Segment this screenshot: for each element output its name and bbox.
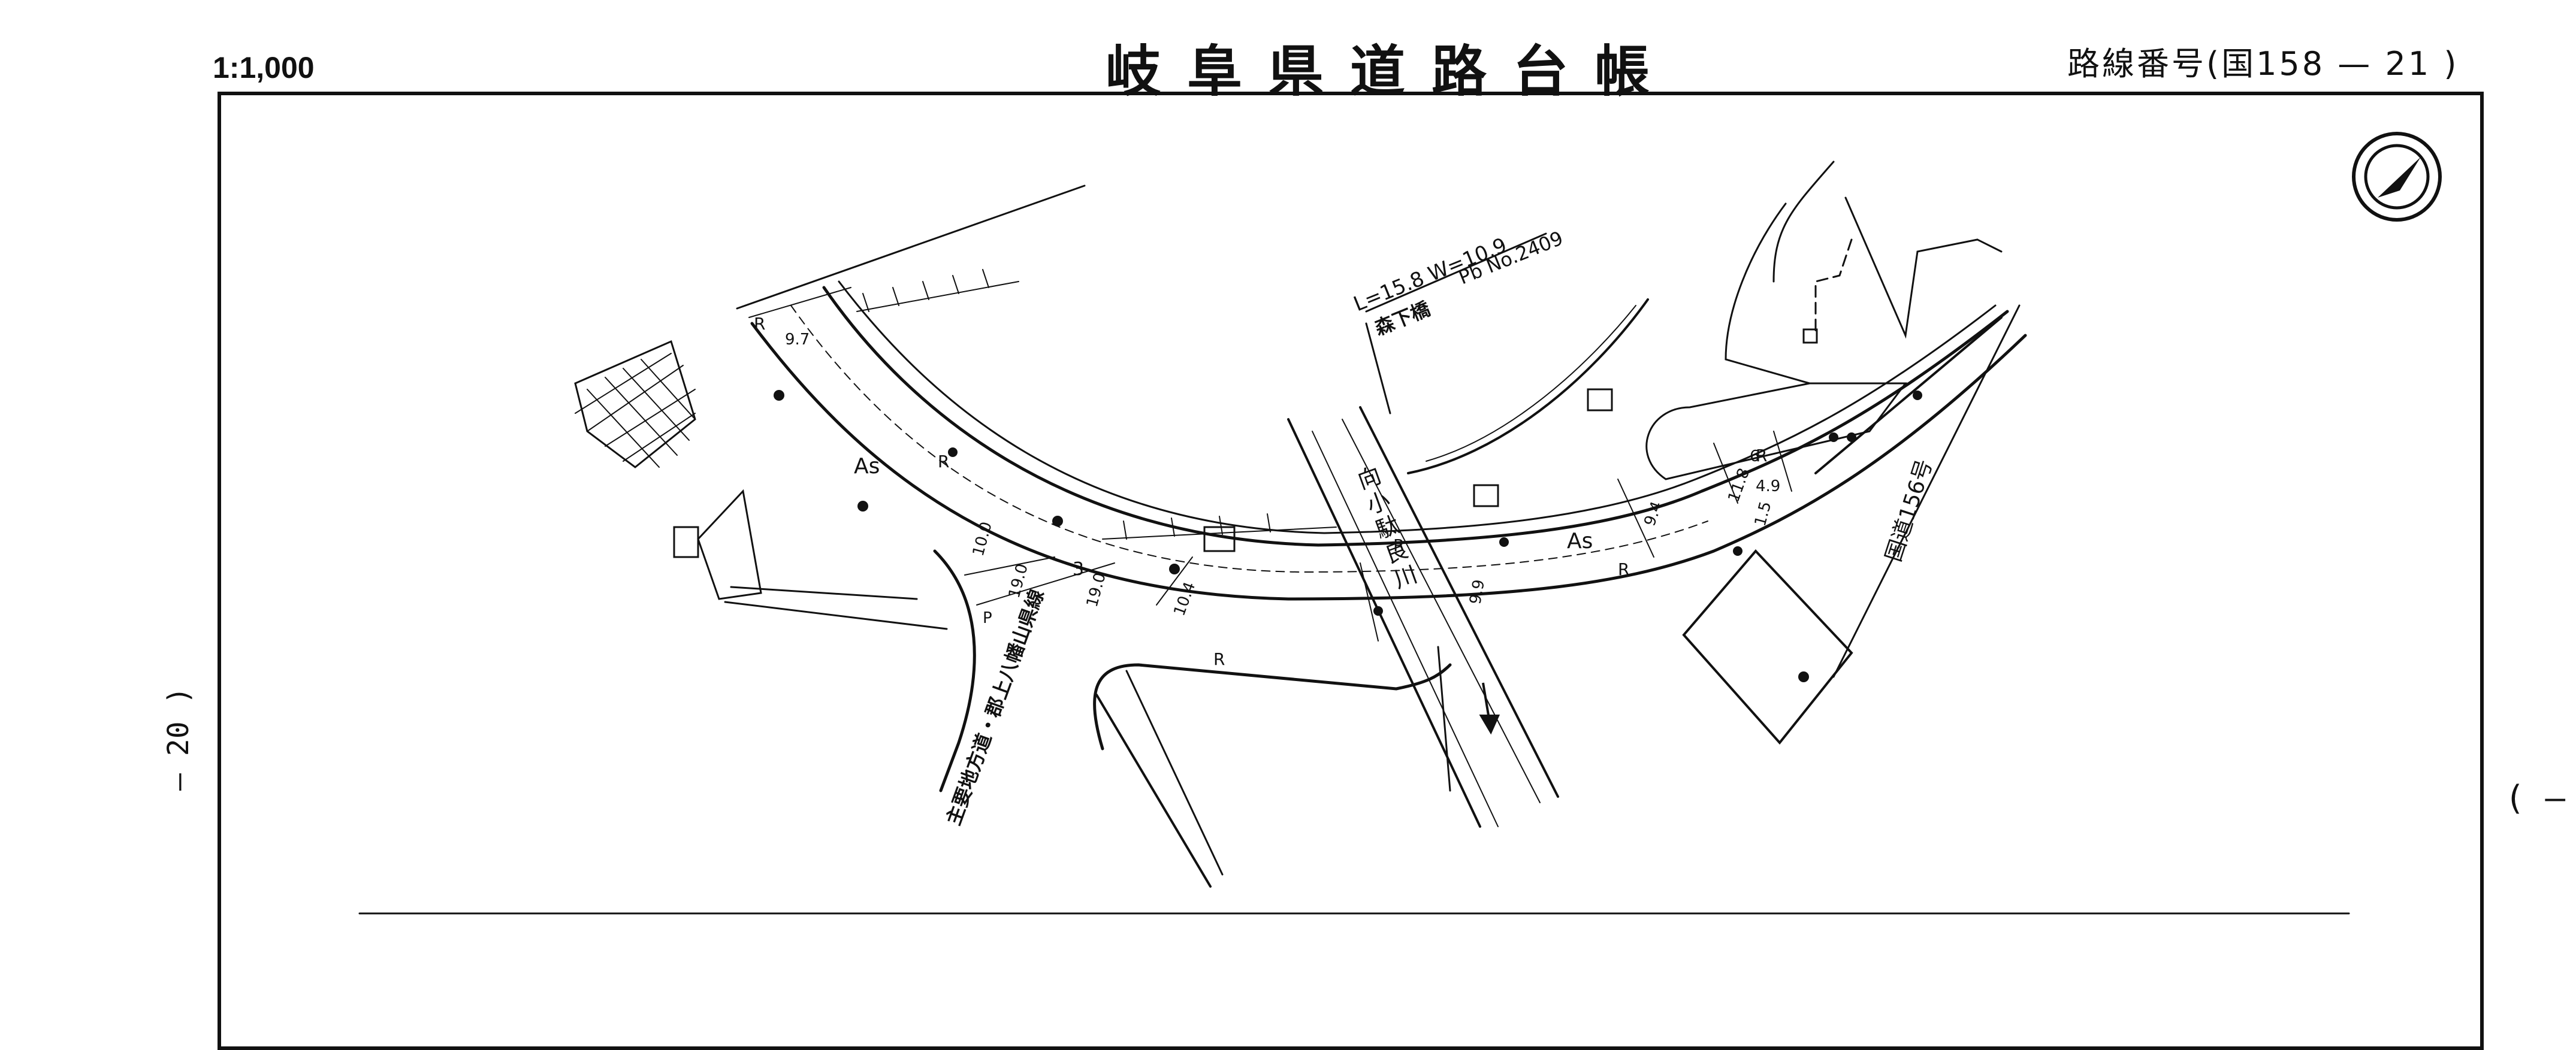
road-edge (1814, 316, 2003, 474)
building (697, 489, 762, 600)
route-number: 路線番号(国158 — 21 ) (2067, 45, 2459, 83)
r-label: R (1756, 446, 1767, 465)
north-arrow-icon (2378, 157, 2421, 198)
dimension-label: 3 (1073, 559, 1084, 580)
asphalt-label: As (854, 454, 880, 479)
r-label: R (1213, 649, 1225, 669)
building (1682, 549, 1853, 745)
bridge-leader (1365, 322, 1391, 414)
river-bank (1287, 418, 1481, 828)
road-edge (822, 286, 2009, 547)
bank-line (1426, 305, 1636, 462)
building (673, 526, 699, 558)
dimension-label: 10.0 (970, 520, 996, 558)
field-boundary (1645, 382, 1907, 480)
dimension-label: 19.0 (1083, 571, 1110, 609)
map-scale: 1:1,000 (213, 51, 315, 84)
road-edge (1772, 161, 1835, 283)
dimension-label: 9.9 (1466, 578, 1488, 606)
road-edge (724, 601, 948, 630)
r-label: R (1618, 559, 1629, 579)
dimension-label: 9.7 (785, 331, 810, 349)
building (1473, 484, 1499, 507)
road-map: As As R R R R R R P 9.7 10.0 19.0 3 19.0… (358, 132, 2442, 915)
dimension-label: 4.9 (1756, 477, 1780, 495)
road-edge (1093, 663, 1452, 751)
prefectural-road-label: 主要地方道・郡上八幡山県線 (942, 586, 1049, 828)
building (1203, 526, 1236, 552)
r-label: R (754, 314, 765, 334)
p-label: P (983, 609, 992, 627)
bank-line (1407, 298, 1649, 474)
dimension-label: 11.8 (1725, 466, 1753, 505)
road-edge (1832, 304, 2021, 678)
road-edge (838, 280, 1997, 534)
road-edge (750, 322, 2027, 601)
road-edge (933, 549, 976, 792)
river-bank (1342, 419, 1541, 803)
dimension-label: 10.4 (1170, 580, 1199, 619)
r-label: R (938, 452, 949, 471)
field-boundary (1725, 202, 1811, 385)
river-bank (1312, 431, 1499, 827)
flow-arrow-icon (1479, 682, 1500, 735)
north-arrow-ring (2364, 144, 2430, 210)
field-boundary (1844, 196, 2003, 339)
north-arrow-ring (2352, 132, 2442, 222)
building (1587, 388, 1613, 411)
hatched-area (574, 340, 696, 468)
national-road-label: 国道156号 (1882, 456, 1938, 565)
dimension-label: 6 (1750, 447, 1760, 465)
asphalt-label: As (1567, 529, 1593, 553)
road-edge (1095, 694, 1212, 888)
road-edge (730, 586, 918, 600)
road-edge (1125, 670, 1224, 876)
river-bank (1359, 406, 1559, 798)
field-boundary (1814, 238, 1853, 337)
dimension-label: 9.4 (1641, 499, 1666, 528)
page-number-right: ( — (2505, 779, 2566, 818)
r-label: R (1393, 535, 1405, 555)
road-edge (1437, 646, 1451, 792)
road-centerline (790, 305, 1708, 573)
bridge-leader (1365, 232, 1547, 313)
manhole-icon (774, 390, 1922, 682)
boundary-line (736, 184, 1086, 310)
building (1802, 328, 1818, 344)
